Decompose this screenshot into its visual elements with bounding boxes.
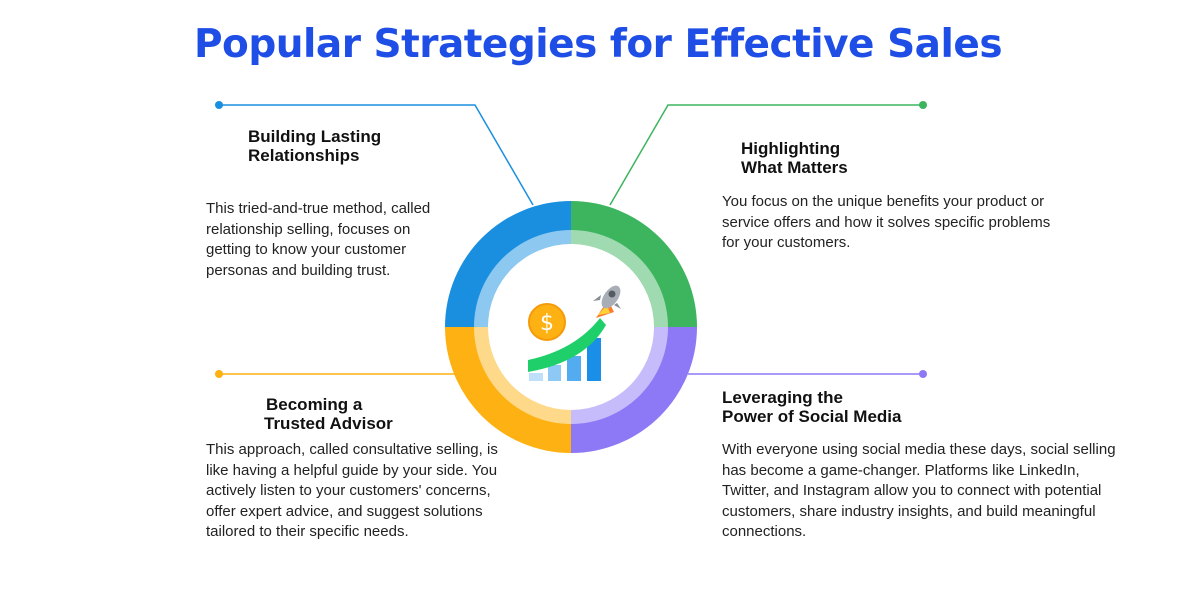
connector-blue xyxy=(219,104,534,206)
donut-ring xyxy=(445,201,697,453)
growth-chart-icon xyxy=(528,300,614,381)
svg-text:$: $ xyxy=(540,311,554,336)
connector-dot-green xyxy=(919,101,927,109)
connector-dot-blue xyxy=(215,101,223,109)
connector-green xyxy=(609,104,923,206)
page-title: Popular Strategies for Effective Sales xyxy=(193,22,1003,67)
connector-lines xyxy=(215,101,927,378)
connector-dot-purple xyxy=(919,370,927,378)
body-what-matters: You focus on the unique benefits your pr… xyxy=(722,193,1051,251)
body-trusted-advisor: This approach, called consultative selli… xyxy=(206,441,498,540)
rocket-icon xyxy=(593,285,621,309)
body-social-media: With everyone using social media these d… xyxy=(722,441,1116,540)
dollar-coin-icon: $ xyxy=(528,303,566,341)
body-relationships: This tried-and-true method, called relat… xyxy=(206,200,431,279)
connector-dot-orange xyxy=(215,370,223,378)
